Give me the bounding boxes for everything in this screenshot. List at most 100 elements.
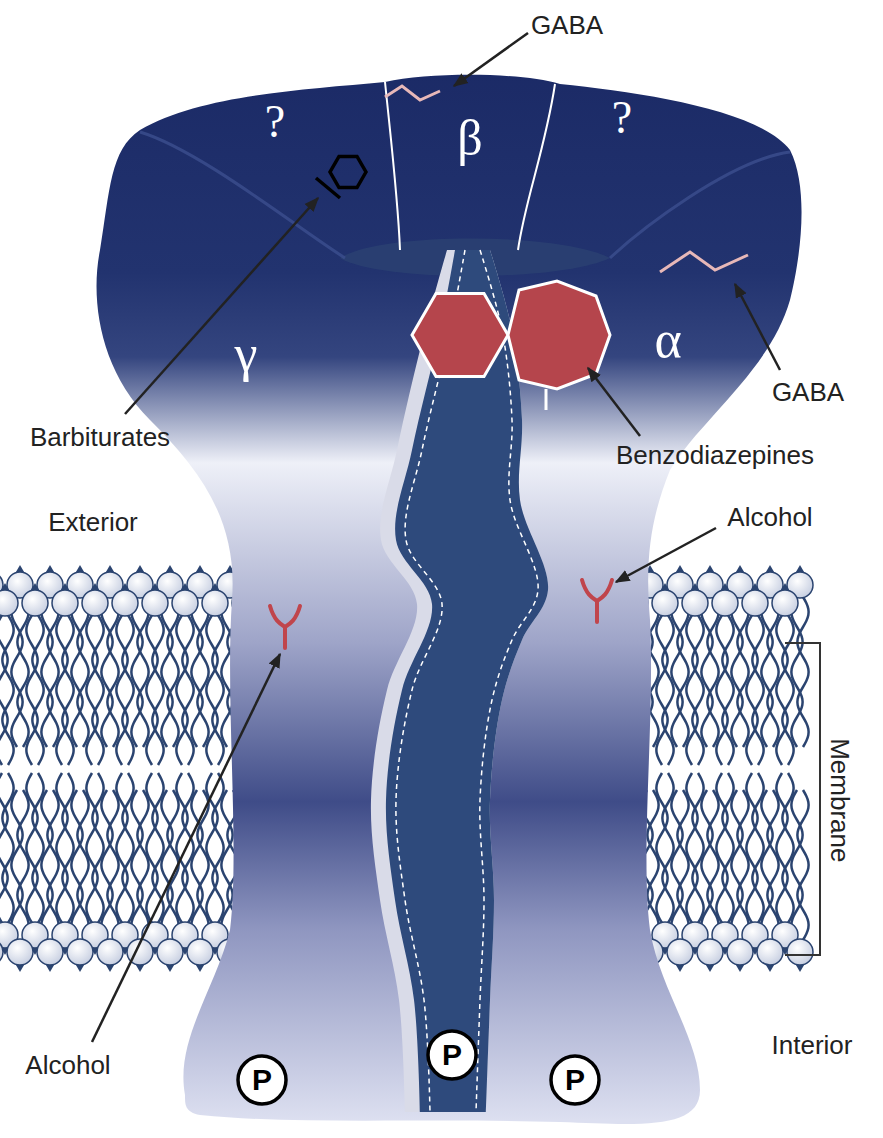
lipid-tail [107,790,118,940]
lobe-highlight [140,132,345,258]
lipid-tail [767,790,778,940]
benzodiazepine-heptagon [508,281,610,389]
lipid-tail [791,597,802,747]
lipid-tail [731,790,742,940]
lipid-head [727,939,753,965]
lipid-head [22,590,48,616]
lipid-tail [722,615,733,765]
lipid-head [652,590,678,616]
barbiturate-symbol [316,178,340,198]
lipid-tail [152,615,163,765]
benzodiazepine-tail [545,389,548,410]
circle-outline [428,1031,476,1079]
drug-label: Alcohol [727,503,812,532]
phosphate-label: P [442,1040,462,1070]
ligand-label: GABA [531,11,603,40]
lipid-tail [92,773,103,923]
membrane-bracket [785,643,820,955]
lipid-tail [56,615,67,765]
lipid-head [67,939,93,965]
lipid-tail [86,615,97,765]
circle-outline [238,1056,286,1104]
lipid-tail [767,597,778,747]
gaba-molecule [385,86,440,100]
lipid-tail [161,790,172,940]
lipid-tail [116,615,127,765]
lipid-tail [656,615,667,765]
channel-dashed-line [396,250,465,1112]
lipid-tail [692,773,703,923]
lipid-tail [191,790,202,940]
lobe-highlight [610,152,790,258]
lipid-head [0,590,18,616]
lipid-tail [161,597,172,747]
lipid-head [0,939,3,965]
lipid-head [37,939,63,965]
phosphate-label: P [252,1065,272,1095]
region-label: Exterior [48,508,138,537]
subunit-label: α [654,311,681,368]
lipid-head [772,590,798,616]
lipid-tail [101,597,112,747]
lipid-head [757,939,783,965]
lipid-tail [776,773,787,923]
lipid-tail [11,597,22,747]
leader-arrow [588,368,640,436]
lipid-tail [77,597,88,747]
lipid-tail [11,790,22,940]
lipid-tail [671,790,682,940]
lipid-head [667,939,693,965]
lipid-tail [662,615,673,765]
lipid-tail [182,615,193,765]
lipid-tail [47,790,58,940]
phosphate-circle: P [426,1029,478,1081]
lipid-head [82,590,108,616]
lipid-tail [737,597,748,747]
subunit-label: γ [235,325,258,382]
ligand-label: GABA [772,378,844,407]
leader-arrow [454,33,528,86]
lipid-head [202,590,228,616]
receptor-body [97,75,802,1124]
lipid-tail [2,615,13,765]
lipid-tail [86,773,97,923]
phosphate-circle: P [549,1054,601,1106]
lipid-tail [212,615,223,765]
lipid-tail [0,773,8,923]
lipid-tail [722,773,733,923]
gaba-molecule [660,252,748,272]
lipid-tail [131,597,142,747]
lipid-tail [137,790,148,940]
lipid-tail [686,615,697,765]
lipid-tail [686,773,697,923]
alcohol-symbol [270,606,300,648]
lipid-tail [746,615,757,765]
leader-arrow [616,528,716,582]
drug-label: Benzodiazepines [616,441,814,470]
lipid-tail [0,615,8,765]
lipid-tail [677,790,688,940]
lipid-tail [71,790,82,940]
lipid-head [112,590,138,616]
subunit-boundary [518,84,555,250]
lipid-tail [752,615,763,765]
lipid-tail [32,773,43,923]
lipid-tail [47,597,58,747]
lipid-tail [206,615,217,765]
lipid-head [187,939,213,965]
lipid-tail [122,773,133,923]
subunit-label: ? [612,93,632,144]
lipid-tail [737,790,748,940]
phosphate-label: P [565,1065,585,1095]
lipid-tail [137,597,148,747]
subunit-label: β [457,111,482,166]
lipid-tail [782,773,793,923]
lipid-tail [122,615,133,765]
subunit-boundary [385,82,400,250]
lipid-head [142,590,168,616]
circle-outline [551,1056,599,1104]
barbiturate-symbol [330,156,366,187]
lipid-tail [101,790,112,940]
